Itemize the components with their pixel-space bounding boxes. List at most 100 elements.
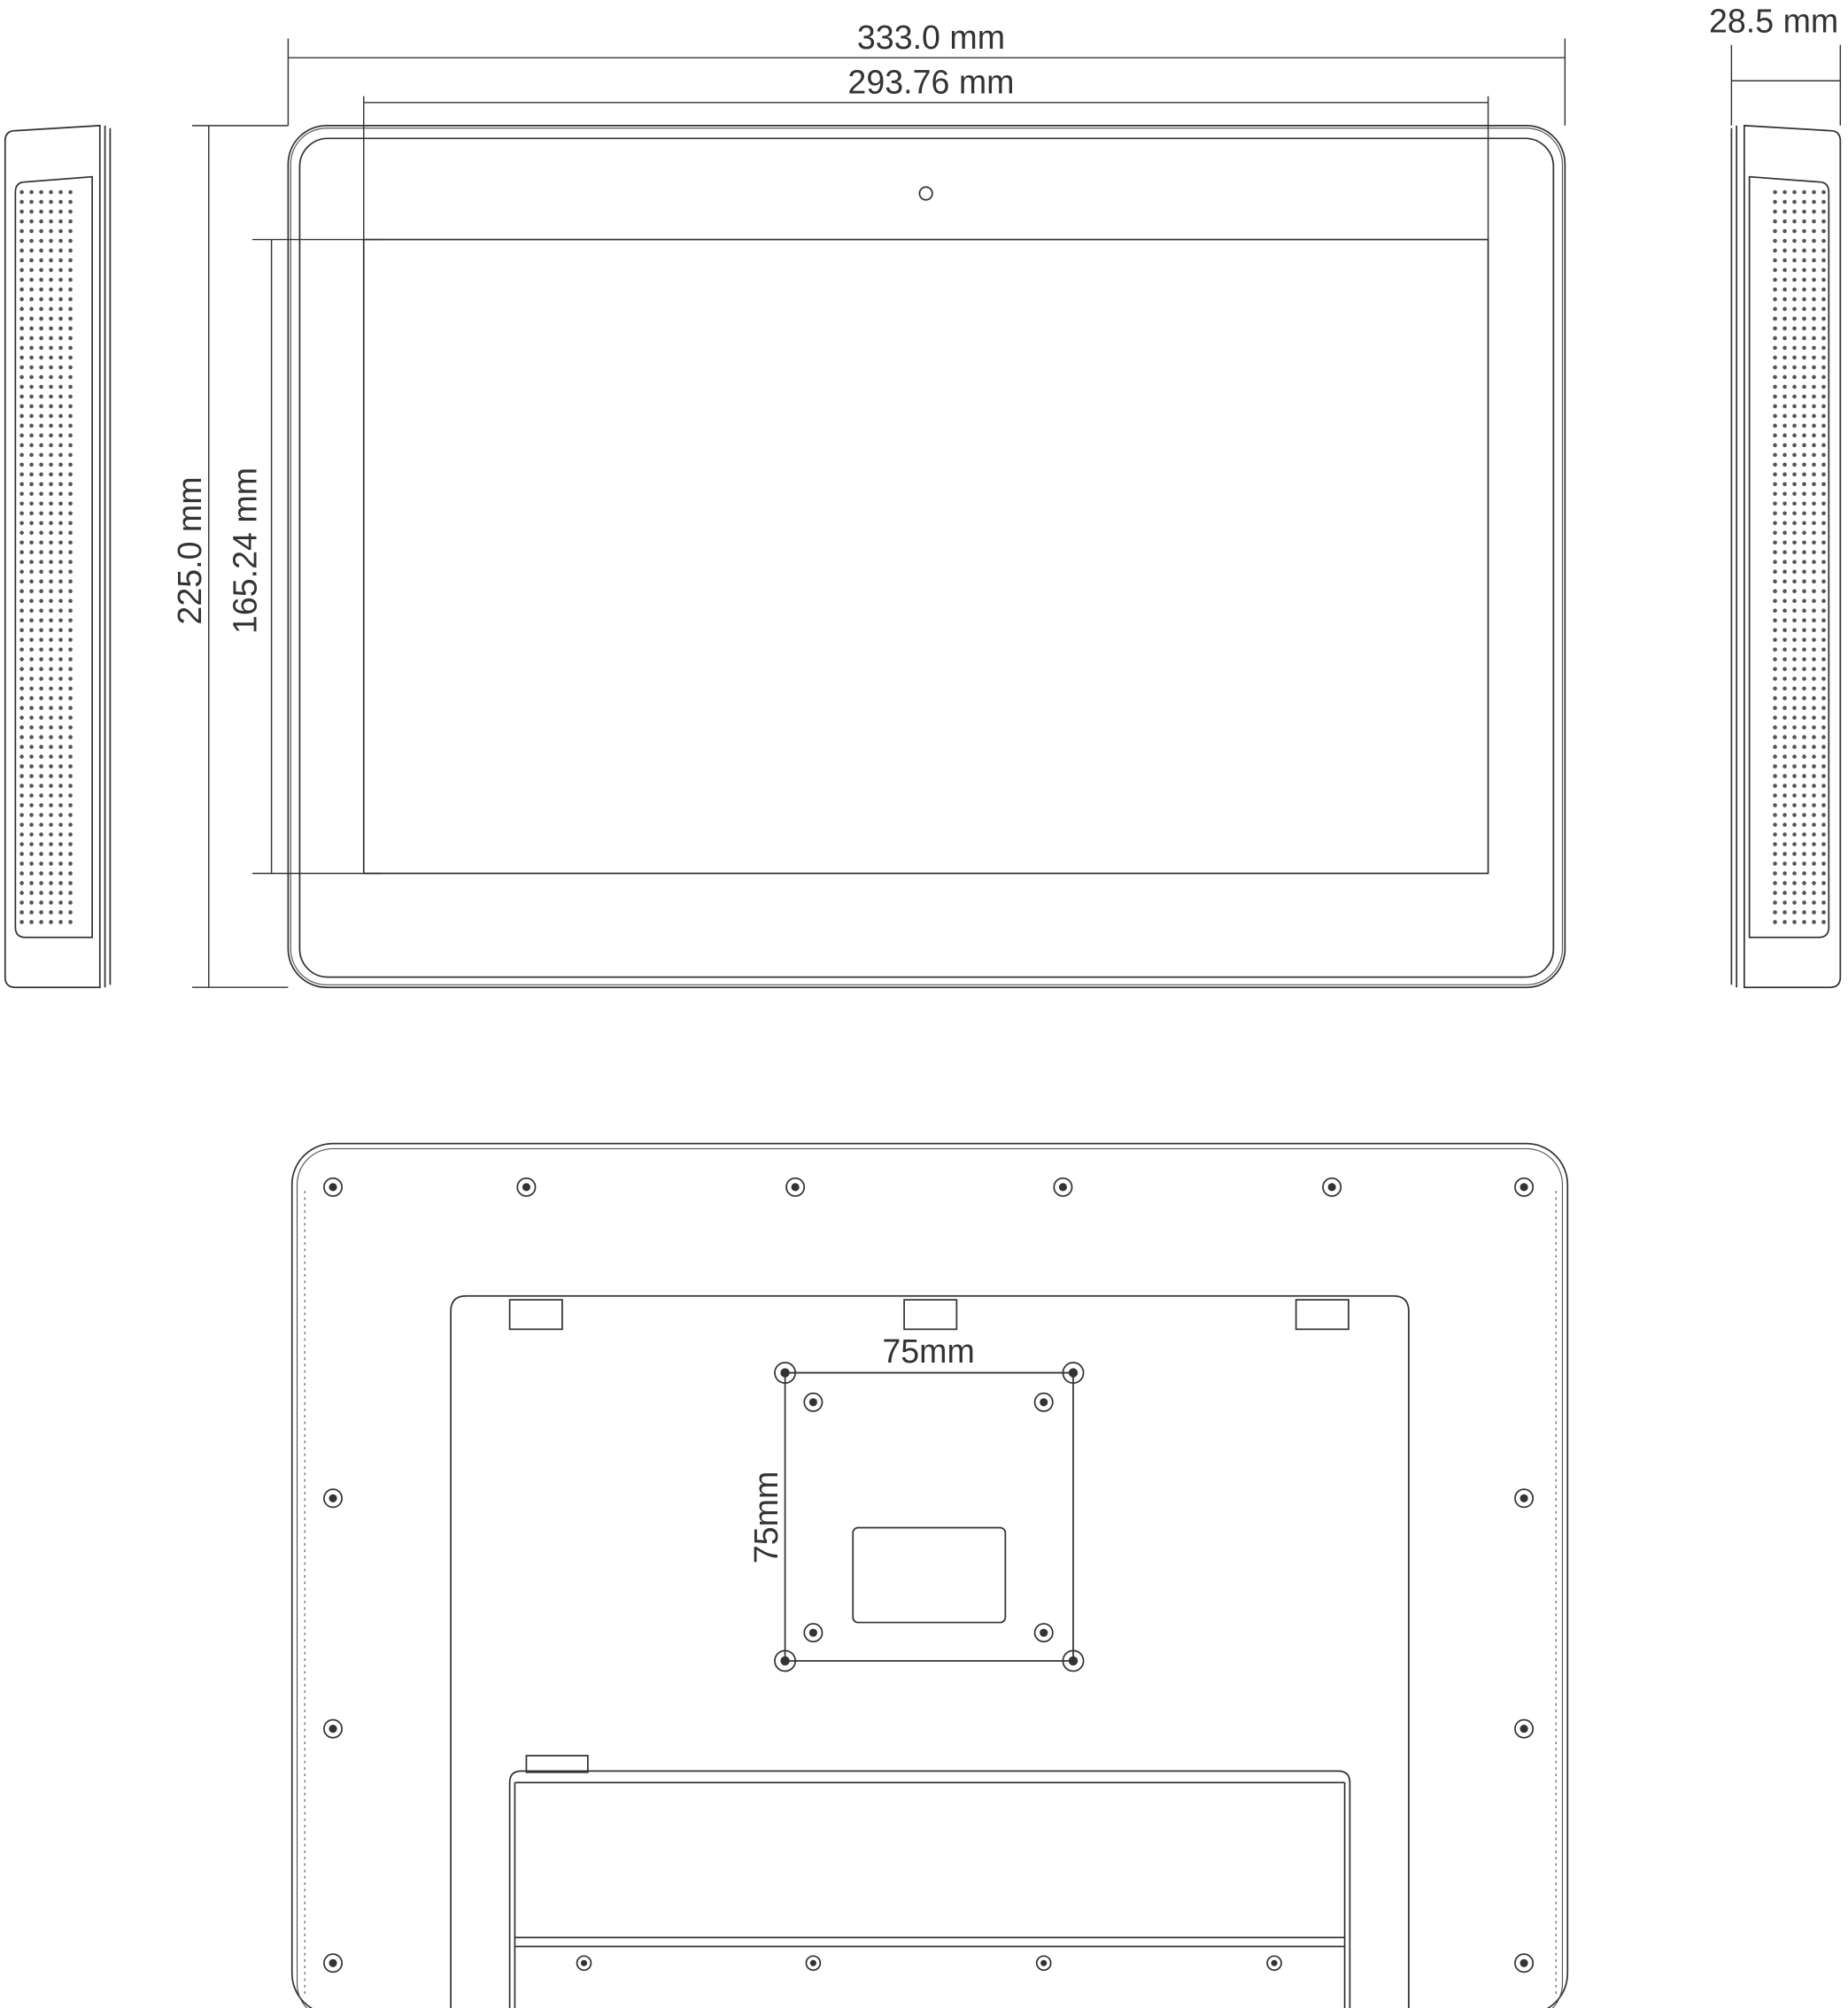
grille-hole — [1792, 657, 1797, 661]
grille-hole — [1802, 219, 1806, 224]
grille-hole — [68, 725, 73, 730]
grille-hole — [1812, 823, 1816, 827]
grille-hole — [1802, 686, 1806, 691]
grille-hole — [1782, 774, 1787, 778]
grille-hole — [39, 287, 43, 292]
grille-hole — [58, 686, 63, 691]
grille-hole — [68, 462, 73, 467]
grille-hole — [1821, 910, 1826, 915]
grille-hole — [68, 667, 73, 671]
screw-icon — [1514, 1953, 1535, 1973]
grille-hole — [29, 209, 34, 214]
grille-hole — [19, 793, 24, 798]
grille-hole — [1821, 628, 1826, 632]
grille-hole — [49, 511, 53, 516]
grille-hole — [29, 910, 34, 915]
grille-hole — [1792, 345, 1797, 351]
grille-hole — [1773, 560, 1777, 565]
grille-hole — [1812, 277, 1816, 282]
grille-hole — [1821, 764, 1826, 768]
grille-hole — [1773, 238, 1777, 243]
grille-hole — [1812, 511, 1816, 516]
grille-hole — [1802, 258, 1806, 263]
grille-hole — [58, 443, 63, 448]
grille-hole — [1802, 920, 1806, 924]
grille-hole — [19, 345, 24, 351]
grille-hole — [1802, 530, 1806, 536]
grille-hole — [29, 511, 34, 516]
grille-hole — [1812, 784, 1816, 788]
grille-hole — [1821, 384, 1826, 390]
grille-hole — [58, 823, 63, 827]
grille-hole — [49, 423, 53, 429]
grille-hole — [68, 647, 73, 652]
grille-hole — [68, 920, 73, 924]
grille-hole — [1773, 803, 1777, 807]
grille-hole — [39, 248, 43, 253]
grille-hole — [49, 900, 53, 905]
grille-hole — [1792, 764, 1797, 768]
grille-hole — [1812, 462, 1816, 467]
grille-hole — [29, 657, 34, 661]
grille-hole — [49, 413, 53, 419]
grille-hole — [1802, 589, 1806, 594]
grille-hole — [19, 608, 24, 614]
grille-hole — [29, 832, 34, 837]
grille-hole — [1792, 336, 1797, 341]
grille-hole — [1773, 832, 1777, 837]
grille-hole — [1802, 277, 1806, 282]
grille-hole — [1802, 667, 1806, 671]
grille-hole — [49, 813, 53, 817]
speaker-grille — [19, 189, 73, 924]
grille-hole — [29, 336, 34, 341]
grille-hole — [49, 199, 53, 205]
grille-hole — [1821, 813, 1826, 817]
camera-icon — [918, 186, 933, 201]
grille-hole — [1782, 365, 1787, 370]
grille-hole — [19, 209, 24, 214]
grille-hole — [19, 472, 24, 477]
grille-hole — [1812, 521, 1816, 526]
grille-hole — [58, 871, 63, 876]
grille-hole — [29, 861, 34, 866]
grille-hole — [29, 900, 34, 905]
grille-hole — [58, 900, 63, 905]
speaker-grille — [1773, 189, 1826, 924]
grille-hole — [39, 774, 43, 778]
grille-hole — [58, 491, 63, 497]
grille-hole — [39, 365, 43, 370]
grille-hole — [49, 745, 53, 749]
grille-hole — [39, 482, 43, 487]
grille-hole — [49, 920, 53, 924]
front-view — [287, 124, 1566, 989]
grille-hole — [1821, 881, 1826, 885]
grille-hole — [1792, 472, 1797, 477]
grille-hole — [58, 336, 63, 341]
grille-hole — [49, 219, 53, 224]
grille-hole — [1821, 793, 1826, 798]
grille-hole — [49, 540, 53, 545]
grille-hole — [1773, 657, 1777, 661]
grille-hole — [58, 881, 63, 885]
grille-hole — [1821, 277, 1826, 282]
grille-hole — [29, 394, 34, 399]
grille-hole — [1812, 297, 1816, 302]
screw-icon — [803, 1392, 823, 1412]
grille-hole — [1782, 462, 1787, 467]
grille-hole — [39, 540, 43, 545]
grille-hole — [1773, 345, 1777, 351]
grille-hole — [1821, 696, 1826, 700]
grille-hole — [39, 657, 43, 661]
grille-hole — [49, 774, 53, 778]
grille-hole — [1821, 842, 1826, 846]
grille-hole — [1773, 297, 1777, 302]
grille-hole — [1782, 550, 1787, 555]
grille-hole — [29, 413, 34, 419]
grille-hole — [39, 277, 43, 282]
grille-hole — [68, 375, 73, 380]
grille-hole — [1773, 871, 1777, 876]
grille-hole — [49, 336, 53, 341]
grille-hole — [1773, 579, 1777, 584]
grille-hole — [1821, 579, 1826, 584]
grille-hole — [1802, 618, 1806, 623]
